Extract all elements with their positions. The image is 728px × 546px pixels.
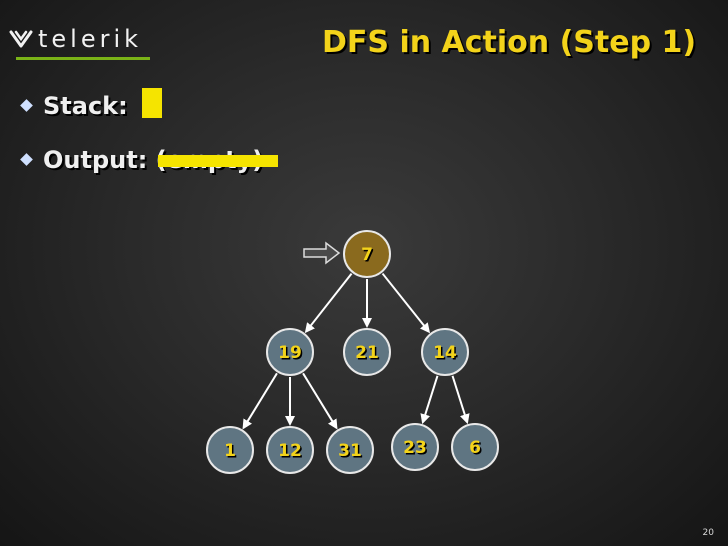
tree-node-circle [206,426,254,474]
telerik-logo-mark-icon [8,27,34,51]
tree-edge [420,375,439,425]
stack-label: Stack: [43,92,128,120]
tree-node-6: 66 [451,423,499,471]
slide-title: DFS in Action (Step 1) [322,25,697,60]
tree-node-label-shadow: 21 [357,345,381,365]
tree-node-label-shadow: 6 [471,440,483,460]
tree-node-label-shadow: 14 [435,345,459,365]
tree-node-circle [343,230,391,278]
tree-node-7: 77 [343,230,391,278]
tree-node-circle [266,426,314,474]
telerik-logo: telerik [8,22,158,60]
telerik-logo-text: telerik [38,25,143,53]
tree-edge [302,372,338,430]
tree-node-label: 19 [278,343,302,363]
tree-node-label: 14 [433,343,457,363]
stack-bullet: Stack: [20,92,128,120]
page-number: 20 [702,528,714,538]
tree-edge [242,372,278,430]
tree-node-label-shadow: 31 [340,443,364,463]
tree-node-label: 23 [403,438,427,458]
tree-node-circle [421,328,469,376]
tree-node-circle [343,328,391,376]
current-node-pointer [303,241,341,265]
tree-node-label-shadow: 7 [363,247,375,267]
output-strikethrough-bar [158,155,278,167]
tree-node-label-shadow: 1 [226,443,238,463]
tree-node-circle [391,423,439,471]
tree-node-label: 1 [224,441,236,461]
tree-node-label-shadow: 12 [280,443,304,463]
tree-node-circle [266,328,314,376]
tree-node-circle [451,423,499,471]
tree-node-label: 21 [355,343,379,363]
tree-node-label: 12 [278,441,302,461]
tree-node-circle [326,426,374,474]
tree-node-1: 11 [206,426,254,474]
current-node-arrow-icon [303,241,341,265]
tree-edge [451,375,470,425]
output-label: Output: [43,146,148,174]
tree-node-label: 31 [338,441,362,461]
logo-underline [16,57,150,60]
tree-edge [304,273,353,334]
tree-node-label: 7 [361,245,373,265]
tree-node-label-shadow: 19 [280,345,304,365]
tree-edge [381,272,431,334]
tree-node-label-shadow: 23 [405,440,429,460]
stack-highlight-block [142,88,162,118]
tree-node-label: 6 [469,438,481,458]
